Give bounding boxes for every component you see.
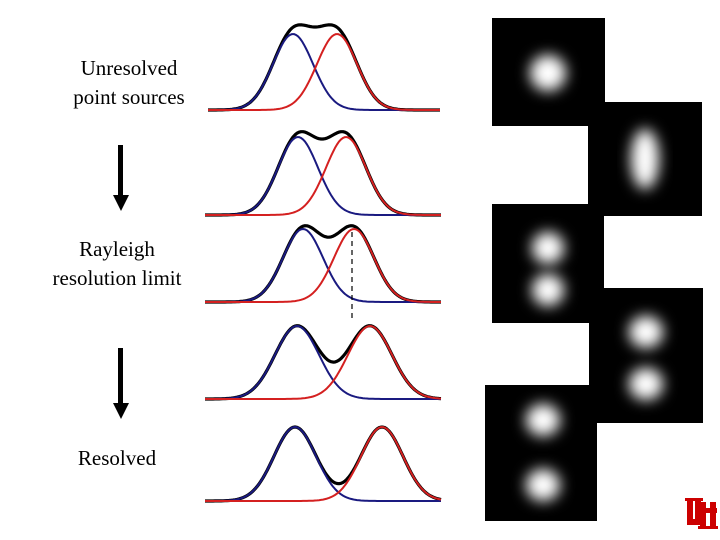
- point-source-spot: [526, 469, 560, 501]
- down-arrow-icon: [112, 348, 132, 420]
- image-panel: [492, 18, 605, 126]
- label-resolved: Resolved: [77, 446, 157, 470]
- sum-intensity-curve: [205, 425, 442, 503]
- right-source-curve: [205, 228, 441, 303]
- image-panel: [485, 385, 597, 521]
- image-panel: [588, 102, 702, 216]
- point-source-spot: [631, 129, 659, 189]
- point-source-spot: [530, 55, 566, 91]
- point-source-spot: [532, 232, 564, 264]
- down-arrow-icon: [112, 145, 132, 211]
- point-source-spot: [532, 274, 564, 306]
- label-unresolved-point-sources: Unresolved point sources: [73, 56, 185, 109]
- right-source-curve: [205, 426, 442, 502]
- image-panel: [589, 288, 703, 423]
- left-source-curve: [205, 136, 441, 216]
- left-source-curve: [205, 325, 441, 400]
- right-source-curve: [205, 136, 441, 216]
- uh-logo-icon: [685, 498, 718, 529]
- left-source-curve: [205, 426, 441, 502]
- sum-intensity-curve: [208, 23, 440, 112]
- point-source-spot: [629, 316, 663, 348]
- left-source-curve: [205, 228, 441, 303]
- label-rayleigh-resolution-limit: Rayleigh resolution limit: [52, 237, 182, 290]
- sum-intensity-curve: [205, 224, 441, 304]
- image-panel: [492, 204, 604, 323]
- right-source-curve: [208, 33, 440, 111]
- right-source-curve: [205, 325, 442, 400]
- point-source-spot: [526, 404, 560, 436]
- left-source-curve: [208, 33, 440, 111]
- point-source-spot: [629, 368, 663, 400]
